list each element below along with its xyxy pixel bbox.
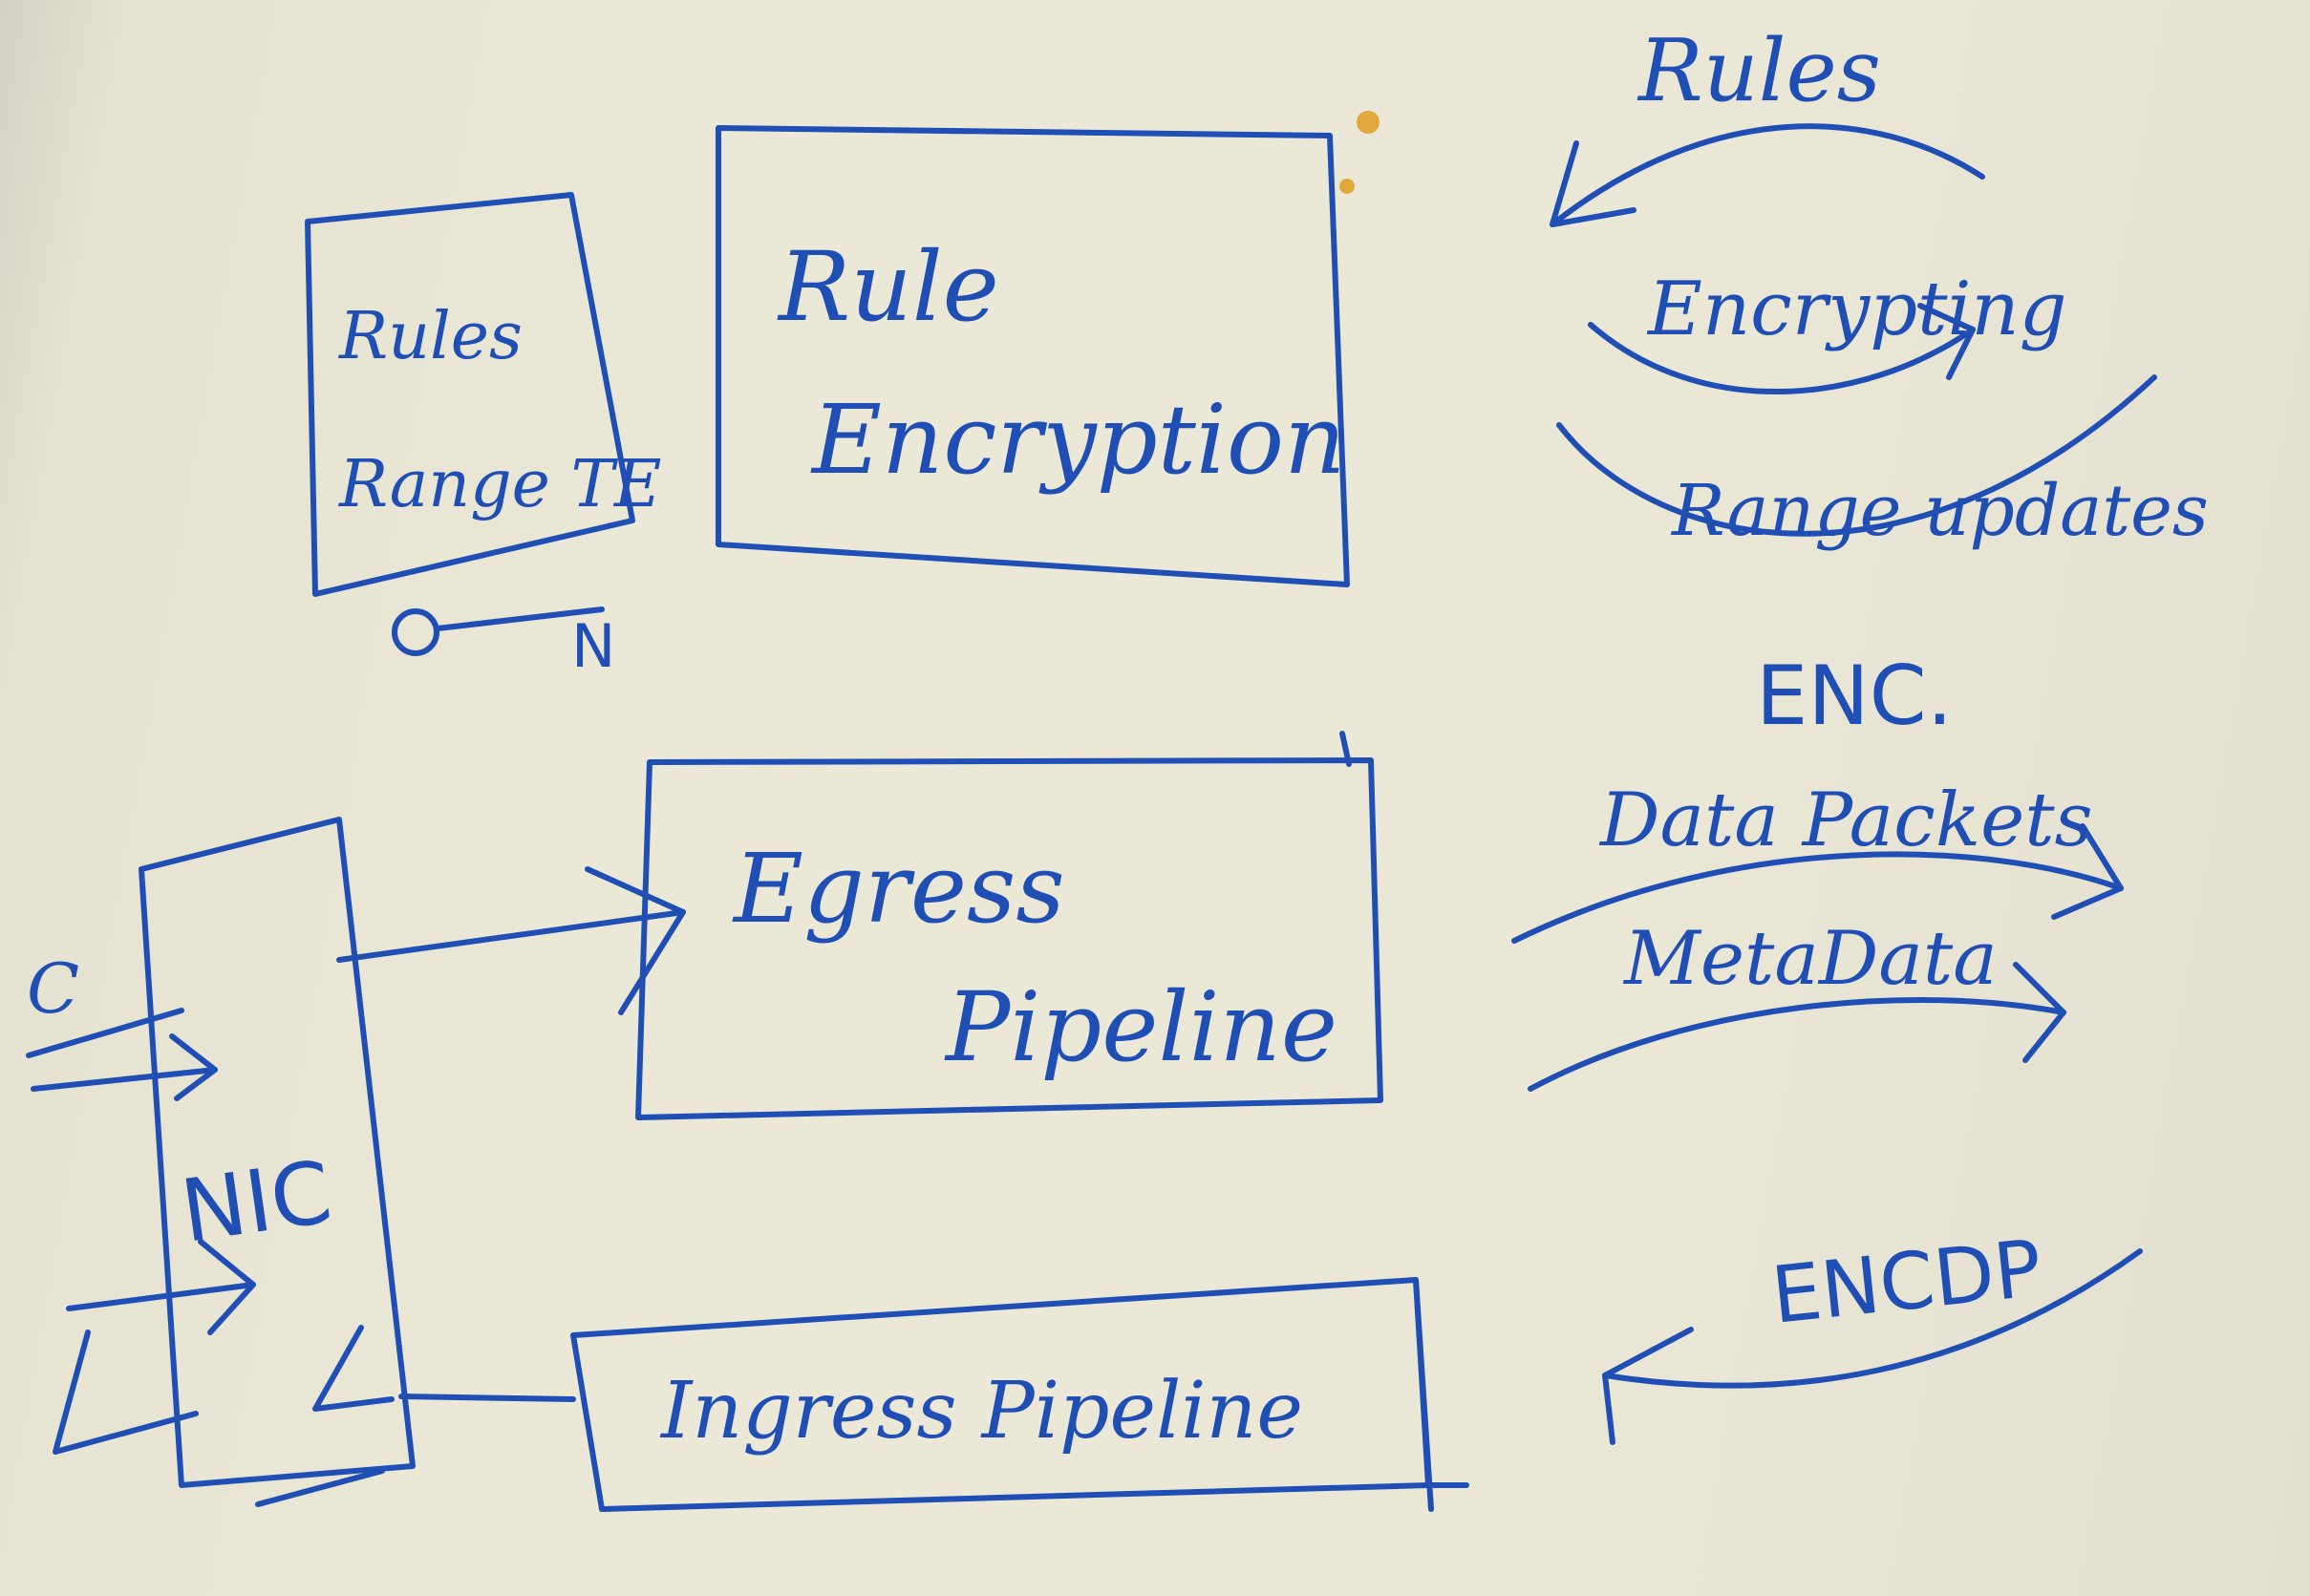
egress-pipeline-block: Egress Pipeline	[635, 731, 1383, 1120]
metadata-arrow: MetaData	[1528, 916, 2066, 1092]
encrypting-arrow-label: Encrypting	[1646, 266, 2067, 352]
nic-to-egress-arrow	[336, 866, 686, 1015]
rule-encryption-line2: Encryption	[810, 384, 1346, 496]
ink-stain	[1339, 179, 1355, 194]
nic-block: NIC	[139, 817, 416, 1488]
data-packets-arrow: Data Packets	[1511, 777, 2124, 944]
egress-pipeline-line2: Pipeline	[944, 971, 1337, 1083]
data-packets-label: Data Packets	[1598, 777, 2093, 863]
nic-input-label: C	[27, 948, 79, 1029]
key-note: N	[571, 611, 615, 681]
encrypting-arrow: Encrypting	[1588, 266, 2067, 394]
range-updates-label: Range updates	[1670, 470, 2209, 552]
encdp-arrow: ENCDP	[1602, 1224, 2143, 1445]
key-icon: N	[392, 606, 615, 681]
nic-output-arrow	[53, 1325, 395, 1455]
ink-stain	[1357, 111, 1380, 134]
rules-arrow: Rules	[1550, 21, 1985, 227]
encdp-label: ENCDP	[1767, 1224, 2045, 1342]
ingress-pipeline-line1: Ingress Pipeline	[659, 1366, 1303, 1457]
rule-encryption-line1: Rule	[777, 231, 999, 343]
nic-second-arrow	[66, 1239, 256, 1335]
rules-arrow-label: Rules	[1636, 21, 1881, 121]
rule-encryption-block: Rule Encryption	[716, 125, 1350, 587]
ingress-to-nic-arrow	[255, 1394, 576, 1507]
rules-range-block: Rules Range TE	[305, 192, 661, 597]
range-updates-arrow: Range updates	[1556, 374, 2209, 552]
enc-label: ENC.	[1756, 649, 1953, 744]
ingress-pipeline-block: Ingress Pipeline	[570, 1277, 1469, 1512]
rules-range-line2: Range TE	[337, 447, 661, 522]
rules-range-line1: Rules	[337, 299, 523, 374]
nic-input-arrow: C	[26, 948, 218, 1101]
egress-pipeline-line1: Egress	[732, 833, 1065, 945]
metadata-label: MetaData	[1622, 916, 1998, 1002]
